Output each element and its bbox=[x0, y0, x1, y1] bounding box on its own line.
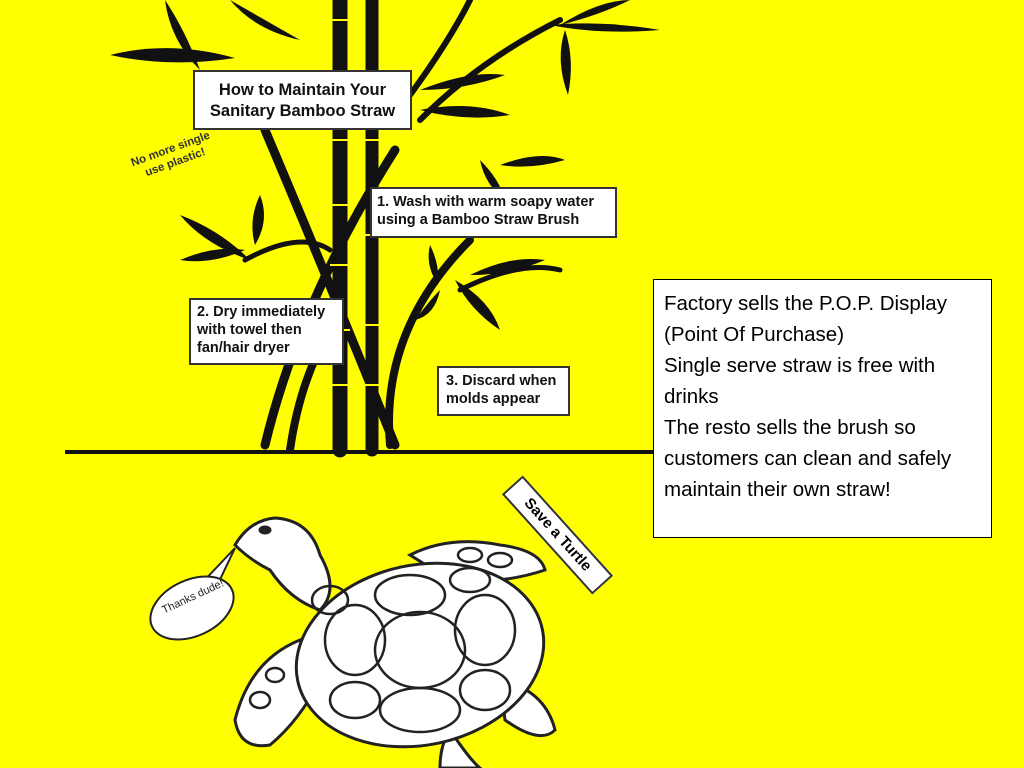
bamboo-stalk bbox=[385, 236, 474, 449]
info-line: Factory sells the P.O.P. Display (Point … bbox=[664, 292, 947, 346]
step-2-label: 2. Dry immediately with towel then fan/h… bbox=[189, 298, 344, 365]
info-box: Factory sells the P.O.P. Display (Point … bbox=[653, 279, 992, 538]
turtle-shell bbox=[294, 561, 546, 749]
step-1-label: 1. Wash with warm soapy water using a Ba… bbox=[370, 187, 617, 238]
turtle-head bbox=[233, 516, 332, 612]
speech-bubble bbox=[149, 547, 236, 641]
info-line: The resto sells the brush so customers c… bbox=[664, 416, 952, 501]
step-3-label: 3. Discard when molds appear bbox=[437, 366, 570, 416]
info-line: Single serve straw is free with drinks bbox=[664, 354, 936, 408]
page-title: How to Maintain Your Sanitary Bamboo Str… bbox=[193, 70, 412, 130]
turtle-illustration bbox=[233, 516, 557, 768]
